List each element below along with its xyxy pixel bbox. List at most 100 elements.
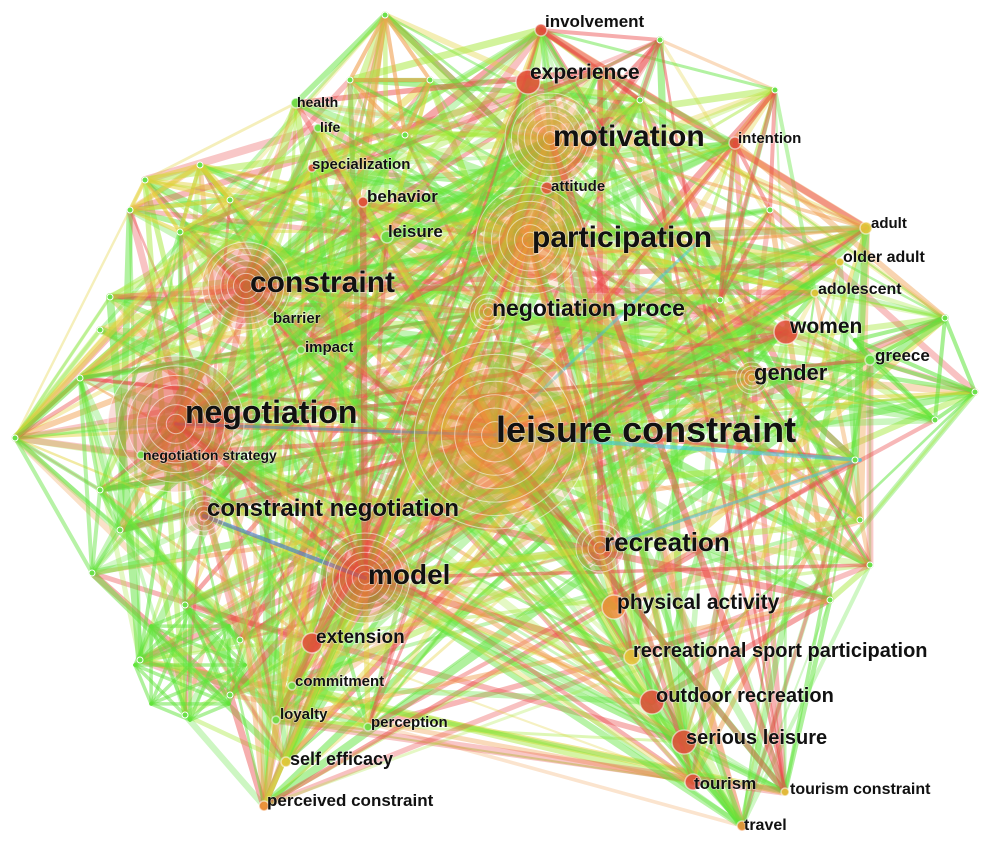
network-link — [539, 28, 662, 42]
network-link — [310, 235, 389, 645]
network-link — [539, 28, 787, 794]
node-ring — [266, 317, 276, 327]
node-ring — [258, 800, 270, 812]
network-link — [384, 77, 433, 240]
network-link — [13, 436, 102, 492]
network-link — [228, 126, 320, 202]
network-link — [182, 329, 789, 608]
network-link — [77, 135, 553, 381]
network-link — [284, 166, 314, 764]
network-link — [682, 740, 744, 828]
minor-node — [381, 11, 389, 19]
network-link — [138, 422, 178, 662]
network-link — [383, 13, 788, 334]
network-link — [539, 28, 777, 92]
node-tourism — [684, 773, 702, 791]
network-link — [98, 88, 777, 492]
network-link — [365, 417, 938, 730]
network-link — [309, 135, 553, 646]
network-link — [428, 78, 532, 242]
network-link — [262, 598, 832, 808]
network-link — [658, 38, 787, 794]
network-link — [690, 207, 773, 785]
node-ring — [735, 361, 769, 395]
network-link — [868, 316, 947, 362]
node-ring — [515, 69, 541, 95]
network-link — [282, 96, 644, 766]
network-link — [538, 27, 643, 103]
label-model: model — [368, 559, 450, 590]
network-link — [284, 136, 552, 764]
network-link — [242, 282, 316, 647]
node-ring — [623, 648, 641, 666]
label-participation: participation — [532, 221, 712, 254]
minor-node — [851, 456, 859, 464]
network-link — [173, 135, 553, 427]
network-link — [261, 562, 873, 809]
network-link — [273, 27, 544, 723]
label-negotiation-proce: negotiation proce — [492, 295, 685, 321]
network-link — [268, 234, 390, 325]
node-ring — [521, 231, 539, 249]
network-link — [361, 574, 636, 661]
network-link — [182, 602, 687, 745]
node-ring — [358, 571, 372, 585]
node-ring — [287, 681, 297, 691]
label-layer: involvement experience health life motiv… — [142, 11, 931, 834]
network-link — [13, 376, 82, 440]
label-adolescent: adolescent — [818, 281, 902, 298]
network-link — [143, 178, 817, 295]
network-link — [138, 452, 188, 718]
network-link — [262, 238, 532, 808]
node-ring — [481, 421, 509, 449]
network-link — [493, 141, 737, 437]
node-motivation — [504, 92, 596, 184]
node-gender — [735, 361, 769, 395]
network-link — [638, 98, 787, 794]
network-link — [546, 134, 688, 746]
network-link — [173, 79, 531, 427]
network-link — [128, 163, 202, 212]
node-ring — [536, 124, 564, 152]
network-link — [933, 390, 977, 422]
network-link — [198, 163, 937, 422]
network-link — [598, 141, 737, 550]
node-leisure — [380, 230, 394, 244]
node-ring — [780, 787, 790, 797]
node-ring — [684, 773, 702, 791]
network-link — [537, 26, 870, 232]
network-link — [242, 131, 409, 290]
minor-node — [96, 326, 104, 334]
network-link — [143, 163, 202, 182]
node-ring — [313, 123, 323, 133]
network-link — [242, 184, 551, 290]
network-link — [299, 348, 872, 567]
network-link — [547, 135, 696, 785]
network-link — [348, 13, 387, 82]
network-link — [76, 76, 434, 382]
network-link — [11, 434, 189, 609]
network-link — [118, 98, 642, 532]
network-link — [242, 124, 322, 290]
network-link — [139, 78, 432, 457]
network-link — [738, 224, 870, 830]
network-link — [128, 178, 147, 212]
network-link — [363, 563, 872, 580]
node-recreation — [575, 523, 625, 573]
minor-node — [826, 596, 834, 604]
network-link — [242, 26, 545, 290]
node-ring — [490, 200, 570, 280]
network-link — [174, 126, 320, 426]
label-recreation: recreation — [604, 527, 730, 557]
network-link — [359, 198, 636, 661]
label-recreational-sport-participation: recreational sport participation — [633, 640, 928, 662]
network-link — [178, 226, 868, 234]
network-link — [682, 260, 842, 744]
network-link — [173, 421, 289, 765]
minor-node — [126, 206, 134, 214]
network-link — [97, 487, 243, 643]
network-link — [537, 26, 870, 232]
network-link — [484, 308, 499, 439]
node-barrier — [266, 317, 276, 327]
node-ring — [226, 266, 266, 306]
